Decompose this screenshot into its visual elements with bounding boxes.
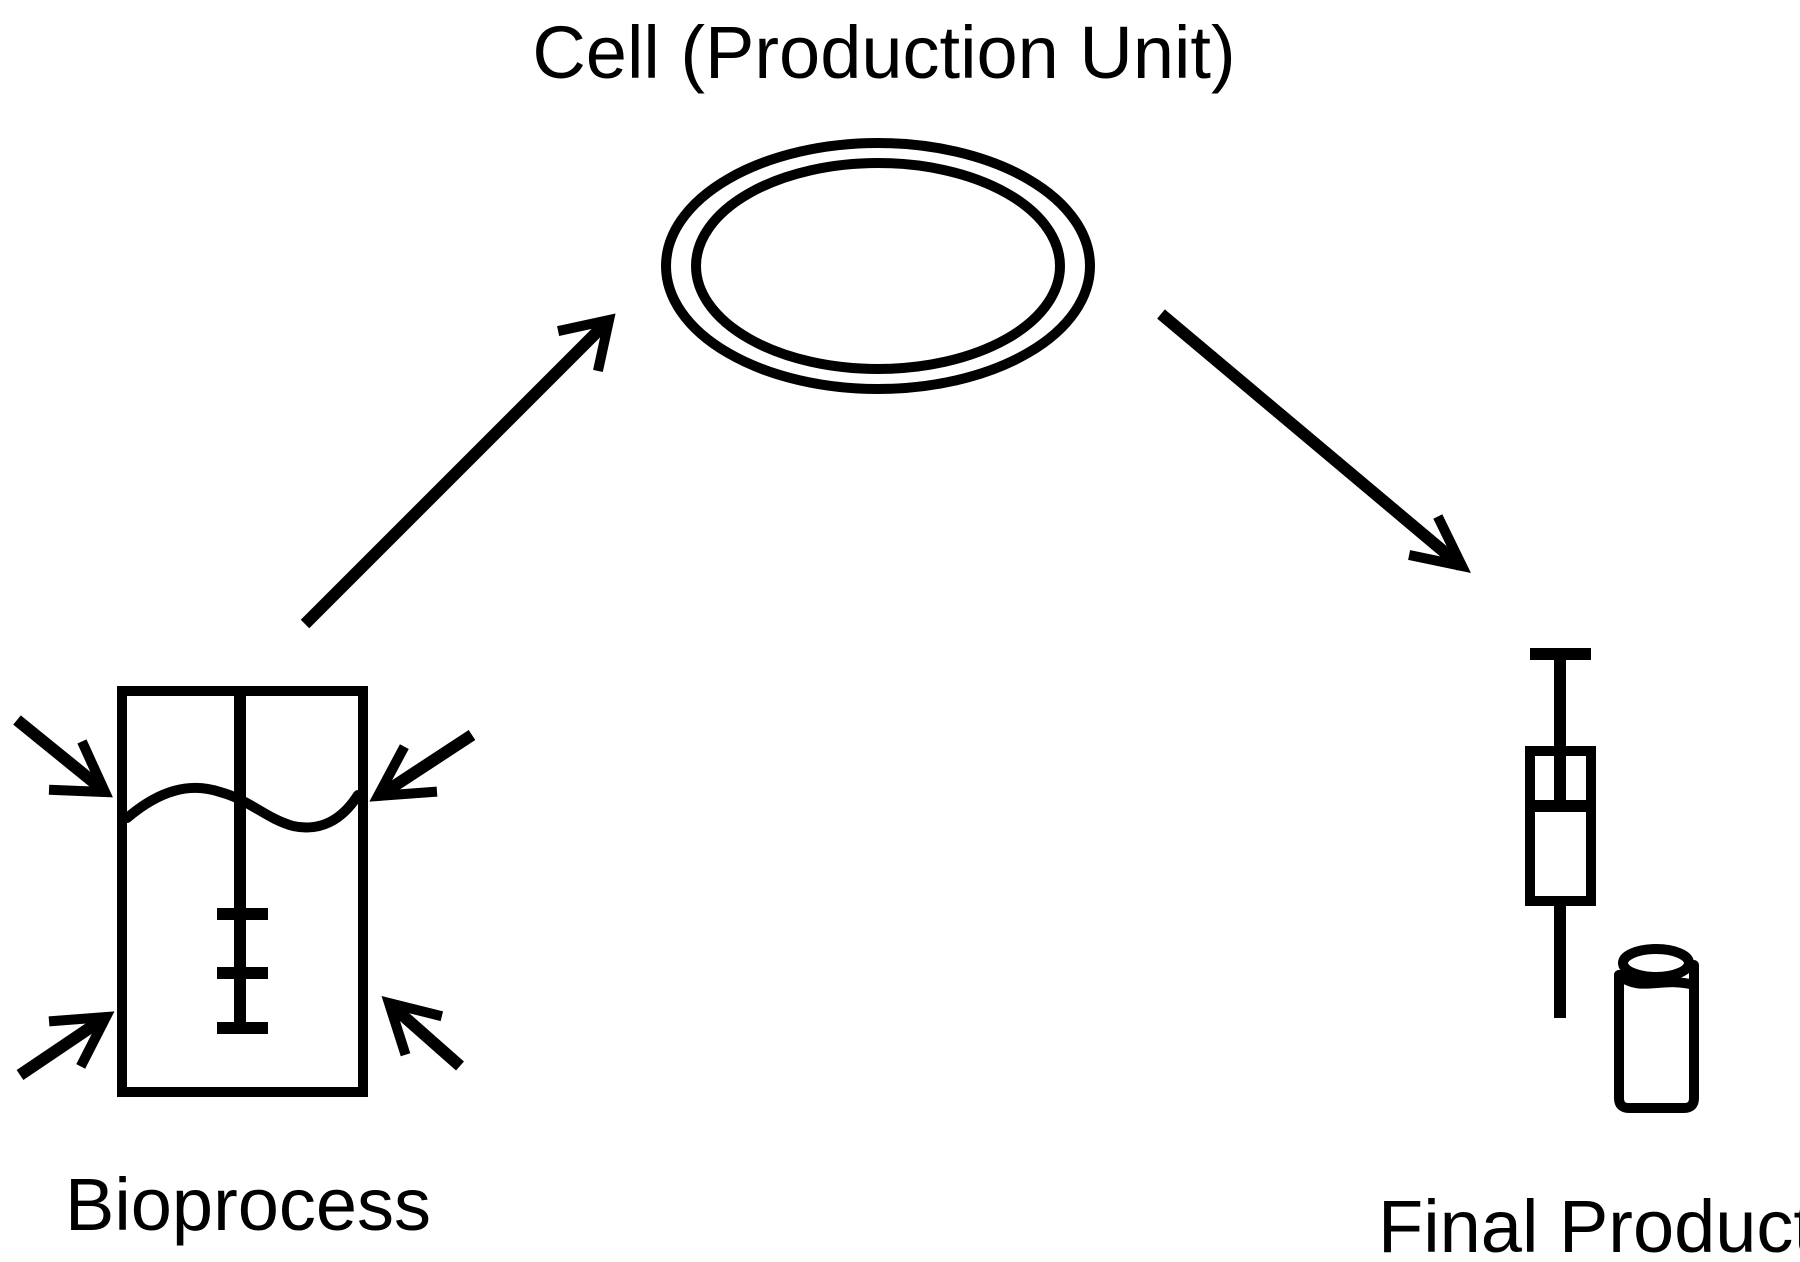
inward-arrow-top-right (369, 729, 476, 802)
arrow-to-cell (300, 313, 616, 629)
final-product-label: Final Product (1378, 1185, 1800, 1262)
bioreactor-icon (117, 686, 368, 1097)
bioprocess-label: Bioprocess (65, 1163, 431, 1246)
inward-arrow-bottom-right (381, 995, 464, 1071)
arrow-to-final-product (1157, 309, 1471, 573)
inward-arrow-top-left (13, 715, 113, 798)
inward-arrow-bottom-left (16, 1011, 115, 1080)
cell-membrane-icon (661, 138, 1095, 394)
vial-icon (1614, 944, 1699, 1113)
syringe-icon (1525, 648, 1596, 1018)
cell-label: Cell (Production Unit) (532, 11, 1235, 94)
